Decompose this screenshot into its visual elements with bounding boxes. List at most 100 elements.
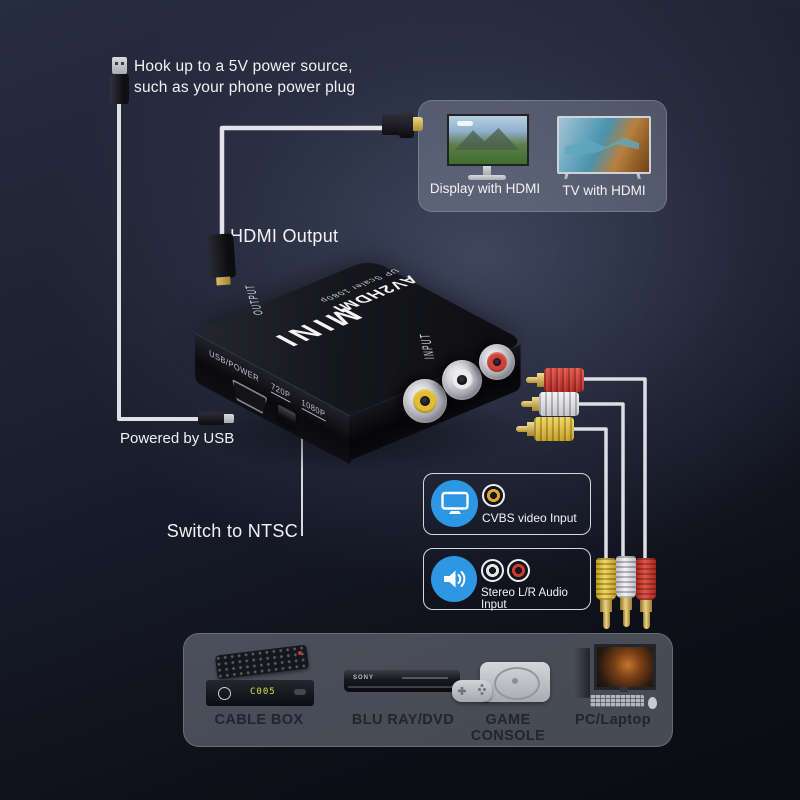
remote-power-dot [298,651,302,655]
console-lid-dot [512,678,518,684]
dvd-front-strip [348,686,456,688]
stereo-input-label: Stereo L/R Audio Input [481,587,568,611]
dvd-tray-line [402,677,448,679]
pc-keyboard [590,695,644,707]
stereo-speaker-icon [431,556,477,602]
rca-plug-yellow-collar [527,422,534,436]
display-with-hdmi-label: Display with HDMI [429,181,541,196]
pc-mouse [648,697,657,709]
controller [452,680,492,702]
converter-model: AV2HDMI [326,273,423,316]
usb-power-cable [117,100,200,421]
rca-down-red-neck [640,600,652,612]
power-note: Hook up to a 5V power source, such as yo… [134,56,355,98]
rca-down-white-neck [620,598,632,610]
switch-to-ntsc-label: Switch to NTSC [166,521,298,541]
rca-down-white-tip [622,610,630,627]
mini-hdmi-plug-icon [207,233,239,289]
rca-down-plug-white [616,556,636,627]
converter-tagline: UP Scaler 1080p [317,267,402,305]
converter-brand: MINI [262,303,370,352]
remote-control [214,644,310,680]
tv-with-hdmi-label: TV with HDMI [562,183,646,198]
bluray-label: BLU RAY/DVD [351,712,455,728]
mini-usb-tip [224,414,234,423]
controller-dpad [458,687,466,695]
dvd-body [344,670,460,692]
usb-plug-contact [121,62,124,65]
rca-plug-red-collar [537,373,544,387]
cvbs-yellow-rca-icon [482,484,505,507]
power-note-line1: Hook up to a 5V power source, [134,58,353,75]
rca-plug-red [526,368,584,392]
input-port-label: INPUT [417,332,439,360]
monitor-icon [447,114,529,182]
cvbs-input-label: CVBS video Input [482,511,577,525]
rca-plug-white-collar [532,397,539,411]
hdmi-plug-tip [413,117,423,131]
monitor-cloud [457,121,473,126]
mini-usb-body [198,412,225,425]
pc-stand [620,687,628,692]
settop-knob-icon [218,687,231,700]
game-console-label: GAME CONSOLE [470,712,546,744]
pc-monitor [594,644,656,690]
rca-down-yellow-grip [596,558,616,600]
hdmi-plug-back [382,114,401,135]
displays-panel: Display with HDMI TV with HDMI [418,100,667,212]
sources-panel: C005 CABLE BOX SONY BLU RAY/DVD GAME CON… [183,633,673,747]
rca-jack-red [479,344,515,380]
converter-shadow [190,390,530,475]
output-port-label: OUTPUT [243,284,267,316]
rca-down-plug-yellow [596,558,616,629]
controller-buttons [478,688,481,691]
dvd-player-icon: SONY [344,670,462,694]
stereo-red-rca-icon [507,559,530,582]
rca-plug-white-grip [539,392,579,416]
rca-plug-yellow-pin [516,426,527,432]
mini-hdmi-tip [216,276,231,286]
rca-red-cable [583,377,647,566]
rca-plug-red-grip [544,368,584,392]
hdmi-plug-front [399,111,414,138]
rca-plug-white-pin [521,401,532,407]
cable-box-label: CABLE BOX [214,712,304,728]
rca-down-yellow-neck [600,600,612,612]
hdmi-plug-icon [382,111,424,138]
usb-plug-icon [110,57,130,105]
tv-leg-left [564,172,569,179]
powered-by-usb-label: Powered by USB [120,430,235,447]
usb-plug-tip [112,57,127,74]
hdmi-output-label: HDMI Output [230,226,339,246]
rca-down-red-tip [642,612,650,629]
cvbs-tv-icon [431,480,478,527]
mini-usb-plug-icon [198,412,236,426]
pc-label: PC/Laptop [574,712,652,728]
stereo-input-panel: Stereo L/R Audio Input [423,548,591,611]
rca-plug-white [521,392,579,416]
rca-plug-yellow [516,417,574,441]
settop-port [294,689,306,695]
rca-down-white-grip [616,556,636,598]
rca-plug-yellow-grip [534,417,574,441]
converter-model-block: AV2HDMI UP Scaler 1080p [297,259,442,322]
usb-power-label: USB/POWER [209,347,259,385]
monitor-neck [483,166,491,175]
settop-display: C005 [250,687,276,697]
rca-plug-red-pin [526,377,537,383]
power-note-line2: such as your phone power plug [134,79,356,96]
mini-hdmi-body [207,233,237,279]
usb-plug-contact [115,62,118,65]
monitor-base [468,175,506,180]
usb-plug-body [110,74,129,104]
rca-down-red-grip [636,558,656,600]
cable-box-icon: C005 [206,644,318,708]
rca-down-yellow-tip [602,612,610,629]
console-lid [494,667,540,700]
dvd-brand: SONY [353,675,375,681]
settop-box: C005 [206,680,314,706]
game-console-icon [452,654,552,708]
pc-icon [574,644,660,710]
pc-tower [574,648,590,698]
